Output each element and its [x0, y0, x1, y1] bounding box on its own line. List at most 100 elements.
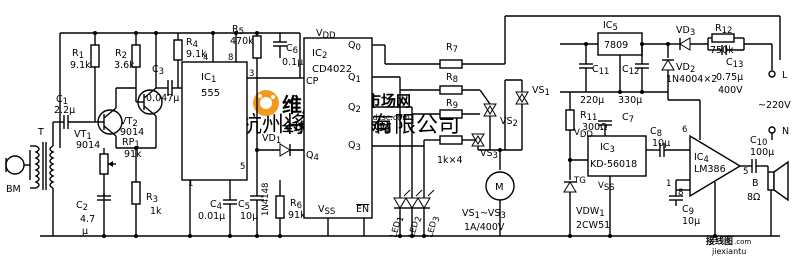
watermark-logo-icon: [253, 90, 279, 116]
led-2: LED2: [405, 114, 425, 239]
svg-text:LED2: LED2: [407, 215, 424, 239]
svg-text:C1: C1: [56, 94, 68, 107]
resistor-r10: 1k×4: [423, 135, 476, 166]
svg-text:BM: BM: [6, 184, 21, 195]
resistor-r5: R5 470k: [230, 24, 262, 150]
corner-watermark: 接线图 .com jiexiantu: [706, 235, 751, 256]
resistor-r7: R7: [384, 42, 505, 69]
svg-text:C9: C9: [682, 204, 694, 217]
svg-text:R7: R7: [446, 42, 458, 55]
svg-text:VSS: VSS: [318, 204, 335, 217]
svg-text:C8: C8: [650, 126, 662, 139]
svg-text:R8: R8: [446, 72, 458, 85]
capacitor-c12: C12 330μ: [560, 44, 668, 106]
capacitor-c7: C7: [598, 112, 634, 136]
svg-text:1k: 1k: [150, 206, 162, 217]
svg-text:μ: μ: [82, 226, 88, 237]
svg-text:CP: CP: [306, 76, 319, 87]
svg-text:3.6k: 3.6k: [114, 60, 135, 71]
speaker-b: B 8Ω: [747, 160, 789, 236]
svg-text:Q1: Q1: [348, 72, 361, 85]
led-3: LED3: [417, 146, 443, 239]
watermark-url: www.dzsc.com: [351, 113, 410, 122]
svg-text:C12: C12: [622, 64, 639, 77]
svg-text:1N4148: 1N4148: [261, 183, 271, 216]
svg-text:.com: .com: [734, 238, 751, 246]
svg-text:R1: R1: [72, 48, 84, 61]
triac-common: [477, 80, 523, 170]
svg-text:N: N: [782, 126, 789, 137]
svg-text:LED3: LED3: [425, 215, 442, 239]
svg-text:CD4022: CD4022: [312, 64, 352, 75]
svg-text:Q0: Q0: [348, 40, 361, 53]
resistor-r11: R11 300Ω: [565, 92, 607, 160]
transistor-vt1: VT1 9014: [74, 88, 123, 151]
resistor-r4: R4 9.1k: [173, 33, 207, 88]
svg-text:L: L: [782, 70, 788, 81]
capacitor-c9: C9 10μ: [669, 195, 700, 227]
capacitor-c2: C2 4.7 μ: [76, 194, 111, 237]
svg-text:9.1k: 9.1k: [186, 49, 207, 60]
svg-text:KD-56018: KD-56018: [590, 159, 637, 170]
svg-text:C4: C4: [210, 199, 222, 212]
resistor-r6: R6 91k: [275, 180, 306, 236]
svg-text:VT1: VT1: [74, 129, 92, 142]
svg-text:VDD: VDD: [316, 28, 336, 41]
svg-text:8: 8: [228, 53, 233, 63]
svg-text:C2: C2: [76, 200, 88, 213]
svg-text:jiexiantu: jiexiantu: [711, 247, 746, 256]
svg-text:10μ: 10μ: [682, 216, 700, 227]
svg-text:接线图: 接线图: [706, 235, 733, 247]
svg-text:4: 4: [203, 53, 208, 63]
svg-text:8: 8: [678, 188, 683, 198]
potentiometer-rp1: RP1 91k: [99, 137, 156, 236]
svg-text:Q3: Q3: [348, 140, 361, 153]
ic4-lm386: IC4 LM386 6 1 8 5: [666, 92, 752, 236]
resistor-r2: R2 3.6k: [114, 33, 141, 89]
svg-text:5: 5: [743, 167, 748, 177]
capacitor-c5: C5 10μ: [238, 150, 264, 236]
svg-text:9014: 9014: [120, 127, 144, 138]
svg-text:VS2: VS2: [500, 116, 518, 129]
svg-text:555: 555: [201, 88, 220, 99]
svg-text:0.047μ: 0.047μ: [146, 93, 179, 104]
zener-vdw1: VDW1 2CW51: [563, 160, 610, 236]
svg-text:300Ω: 300Ω: [582, 122, 607, 133]
svg-text:IC1: IC1: [201, 72, 216, 85]
svg-text:Q2: Q2: [348, 102, 361, 115]
svg-text:M: M: [495, 182, 504, 193]
svg-text:470k: 470k: [230, 36, 254, 47]
svg-text:IC4: IC4: [694, 152, 709, 165]
svg-text:5: 5: [240, 162, 245, 172]
capacitor-c6: C6 0.1μ: [273, 33, 303, 68]
svg-text:8Ω: 8Ω: [747, 192, 760, 203]
triac-vs3: VS3: [471, 133, 498, 161]
svg-text:220μ: 220μ: [580, 95, 604, 106]
svg-text:400V: 400V: [718, 85, 743, 96]
diode-vd3: VD3: [668, 25, 708, 51]
svg-text:C13: C13: [726, 57, 743, 70]
svg-text:VS1: VS1: [532, 85, 550, 98]
svg-text:1: 1: [188, 179, 193, 189]
mains-terminals: L ~220V N: [758, 16, 791, 140]
ic1-555: IC1 555 1 5 4 8 3: [181, 33, 300, 236]
svg-text:1A/400V: 1A/400V: [464, 222, 505, 233]
svg-text:VSS: VSS: [598, 181, 615, 193]
svg-text:IC3: IC3: [600, 142, 615, 155]
svg-text:10μ: 10μ: [240, 211, 258, 222]
svg-text:VS3: VS3: [480, 148, 498, 161]
svg-text:1k×4: 1k×4: [437, 155, 463, 166]
ic2-cd4022: IC2 CD4022 CP Q0 Q1 Q2 Q3 Q4 VDD VSS EN: [290, 28, 424, 236]
svg-text:C11: C11: [592, 64, 609, 77]
svg-text:VD3: VD3: [676, 25, 695, 38]
svg-text:Q4: Q4: [306, 150, 319, 163]
svg-text:C7: C7: [622, 112, 634, 125]
svg-text:91k: 91k: [124, 149, 142, 160]
capacitor-c11: C11 220μ: [579, 44, 609, 106]
svg-text:6: 6: [682, 125, 687, 135]
svg-text:R2: R2: [115, 48, 127, 61]
capacitor-c4: C4 0.01μ: [198, 199, 237, 236]
resistor-r8: R8: [399, 72, 480, 95]
motor-m: M VS1~VS3 1A/400V: [462, 171, 515, 233]
svg-text:C10: C10: [750, 135, 767, 148]
